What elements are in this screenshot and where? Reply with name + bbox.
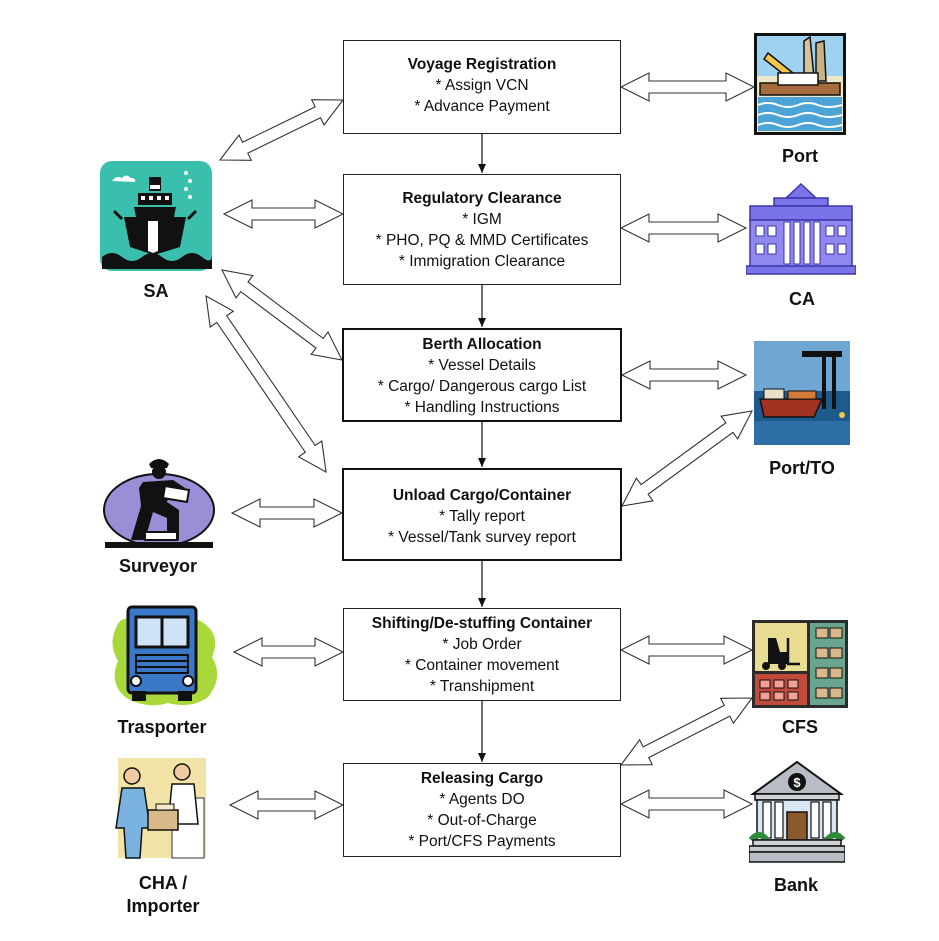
step-title: Berth Allocation <box>422 336 542 353</box>
step-releasing-cargo: Releasing Cargo * Agents DO * Out-of-Cha… <box>343 763 621 857</box>
arrow-releasing-cfs <box>619 697 754 766</box>
arrow-releasing-bank <box>619 789 754 819</box>
step-title: Unload Cargo/Container <box>392 487 572 504</box>
exchange-arrows <box>205 72 756 820</box>
step-item: * Immigration Clearance <box>398 253 566 270</box>
actor-label-importer: Importer <box>126 896 200 916</box>
actor-label-bank: Bank <box>773 875 818 895</box>
step-title: Regulatory Clearance <box>402 190 562 207</box>
arrow-surveyor-unload <box>230 498 344 528</box>
step-item: * Container movement <box>404 657 560 674</box>
ship-icon <box>100 161 212 271</box>
actor-label-transporter: Trasporter <box>117 717 207 737</box>
step-regulatory-clearance: Regulatory Clearance * IGM * PHO, PQ & M… <box>343 174 621 285</box>
step-item: * Vessel Details <box>428 357 536 374</box>
step-item: * Cargo/ Dangerous cargo List <box>377 378 587 395</box>
arrow-sa-regulatory <box>222 199 345 229</box>
actor-label-port-to: Port/TO <box>769 458 835 478</box>
port-icon <box>754 33 846 135</box>
actor-label-cfs: CFS <box>782 717 818 737</box>
cha-importer-icon <box>115 758 206 859</box>
arrow-regulatory-ca <box>619 213 748 243</box>
step-item: * Job Order <box>442 636 522 653</box>
step-item: * Agents DO <box>439 791 525 808</box>
step-voyage-registration: Voyage Registration * Assign VCN * Advan… <box>343 40 621 134</box>
actor-label-port: Port <box>782 146 818 166</box>
step-item: * Tally report <box>439 508 525 525</box>
step-item: * Advance Payment <box>414 98 550 115</box>
step-item: * Out-of-Charge <box>427 812 537 829</box>
step-item: * Transhipment <box>429 678 535 695</box>
arrow-berth-porttto <box>620 360 748 390</box>
step-title: Releasing Cargo <box>420 770 544 787</box>
arrow-cha-releasing <box>228 790 345 820</box>
step-title: Voyage Registration <box>407 56 557 73</box>
step-item: * Handling Instructions <box>404 399 560 416</box>
truck-icon <box>112 605 218 706</box>
government-building-icon <box>746 182 856 275</box>
bank-icon: $ <box>749 760 845 863</box>
arrow-sa-voyage <box>218 99 345 161</box>
step-unload-cargo: Unload Cargo/Container * Tally report * … <box>342 468 622 561</box>
step-item: * IGM <box>462 211 502 228</box>
surveyor-icon <box>103 459 215 548</box>
arrow-sa-unload <box>205 294 327 474</box>
actor-label-ca: CA <box>789 289 815 309</box>
actor-label-sa: SA <box>143 281 169 301</box>
actor-label-surveyor: Surveyor <box>118 556 198 576</box>
arrow-voyage-port <box>619 72 756 102</box>
step-item: * Port/CFS Payments <box>408 833 556 850</box>
step-item: * Assign VCN <box>435 77 529 94</box>
step-item: * Vessel/Tank survey report <box>388 529 576 546</box>
arrow-unload-portto <box>621 410 753 507</box>
arrow-transporter-shifting <box>232 637 345 667</box>
arrow-shifting-cfs <box>619 635 754 665</box>
step-shifting-destuffing: Shifting/De-stuffing Container * Job Ord… <box>343 608 621 701</box>
actor-label-cha: CHA / <box>138 873 188 893</box>
step-berth-allocation: Berth Allocation * Vessel Details * Carg… <box>342 328 622 422</box>
step-item: * PHO, PQ & MMD Certificates <box>375 232 589 249</box>
warehouse-icon <box>752 620 848 708</box>
svg-text:$: $ <box>793 775 801 790</box>
step-title: Shifting/De-stuffing Container <box>371 615 593 632</box>
terminal-ship-icon <box>754 341 850 445</box>
